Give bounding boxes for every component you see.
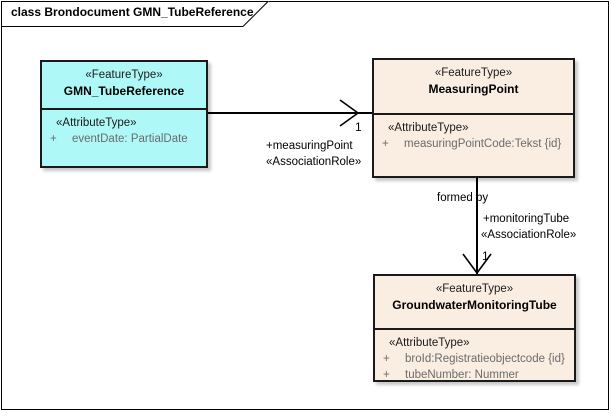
association-line-measuring-point-to-monitoring-tube[interactable] [476, 178, 478, 274]
association-target-role-stereotype: «AssociationRole» [481, 229, 577, 241]
class-box-groundwater-monitoring-tube[interactable]: «FeatureType» GroundwaterMonitoringTube … [373, 274, 576, 382]
class-name: MeasuringPoint [428, 82, 519, 96]
attribute-row: + eventDate: PartialDate [50, 131, 202, 147]
attribute-text: measuringPointCode:Tekst {id} [404, 138, 562, 150]
attribute-row: + broId:Registratieobjectcode {id} [383, 351, 570, 367]
attribute-visibility: + [50, 133, 57, 145]
class-box-gmn-tube-reference[interactable]: «FeatureType» GMN_TubeReference «Attribu… [40, 60, 208, 168]
attribute-stereotype: «AttributeType» [388, 122, 469, 134]
class-header-gmn-tube-reference: «FeatureType» GMN_TubeReference [42, 62, 206, 110]
attribute-stereotype: «AttributeType» [56, 117, 137, 129]
attribute-visibility: + [383, 369, 390, 381]
attribute-visibility: + [382, 138, 389, 150]
attribute-text: tubeNumber: Nummer [405, 369, 519, 381]
diagram-frame [1, 1, 609, 410]
arrowhead-open-right [339, 99, 360, 127]
class-attributes-gmn-tube-reference: «AttributeType» + eventDate: PartialDate [42, 110, 206, 153]
diagram-title-tab: class Brondocument GMN_TubeReference [1, 1, 269, 27]
association-line-tube-reference-to-measuring-point[interactable] [208, 112, 372, 114]
attribute-row: + measuringPointCode:Tekst {id} [382, 136, 569, 152]
title-tab-shape [1, 1, 269, 27]
attribute-text: broId:Registratieobjectcode {id} [405, 353, 565, 365]
class-stereotype: «FeatureType» [435, 283, 514, 295]
arrowhead-open-down [462, 253, 492, 275]
diagram-title: class Brondocument GMN_TubeReference [11, 5, 254, 19]
attribute-stereotype: «AttributeType» [389, 337, 470, 349]
class-name: GMN_TubeReference [63, 84, 185, 98]
class-stereotype: «FeatureType» [434, 67, 513, 79]
attribute-text: eventDate: PartialDate [72, 133, 188, 145]
class-attributes-groundwater-monitoring-tube: «AttributeType» + broId:Registratieobjec… [375, 330, 574, 389]
class-name: GroundwaterMonitoringTube [392, 298, 557, 312]
class-stereotype: «FeatureType» [85, 69, 163, 81]
class-attributes-measuring-point: «AttributeType» + measuringPointCode:Tek… [374, 115, 573, 158]
association-target-multiplicity: 1 [355, 120, 362, 134]
class-header-measuring-point: «FeatureType» MeasuringPoint [374, 60, 573, 115]
association-target-role-stereotype: «AssociationRole» [266, 156, 362, 168]
association-name: formed by [437, 192, 489, 204]
class-box-measuring-point[interactable]: «FeatureType» MeasuringPoint «AttributeT… [372, 58, 575, 178]
association-target-role: +monitoringTube [483, 213, 570, 225]
attribute-visibility: + [383, 353, 390, 365]
attribute-row: + tubeNumber: Nummer [383, 367, 570, 383]
association-target-multiplicity: 1 [482, 249, 489, 263]
class-header-groundwater-monitoring-tube: «FeatureType» GroundwaterMonitoringTube [375, 276, 574, 330]
association-target-role: +measuringPoint [266, 140, 353, 152]
